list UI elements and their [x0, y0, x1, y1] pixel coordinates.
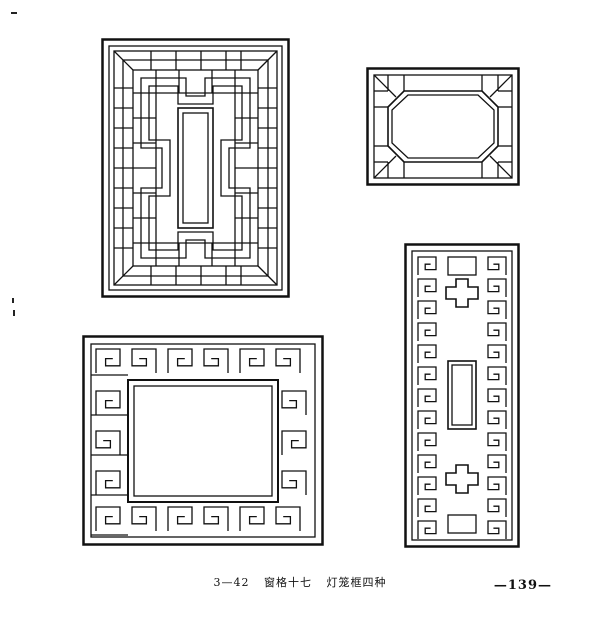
lattice-pattern-square-fret [82, 335, 324, 546]
scan-mark [12, 298, 14, 303]
figure-subtitle: 灯笼框四种 [326, 576, 387, 589]
figure-title: 窗格十七 [264, 576, 312, 589]
page-number: —139— [493, 578, 552, 593]
scan-mark [11, 12, 17, 14]
lattice-pattern-octagon [366, 67, 520, 186]
figure-number: 3—42 [213, 576, 250, 589]
scan-mark [13, 310, 15, 316]
figure-caption: 3—42 窗格十七 灯笼框四种 [0, 574, 600, 590]
lattice-pattern-tall-lantern [101, 38, 290, 298]
lattice-pattern-tall-fret [404, 243, 520, 548]
